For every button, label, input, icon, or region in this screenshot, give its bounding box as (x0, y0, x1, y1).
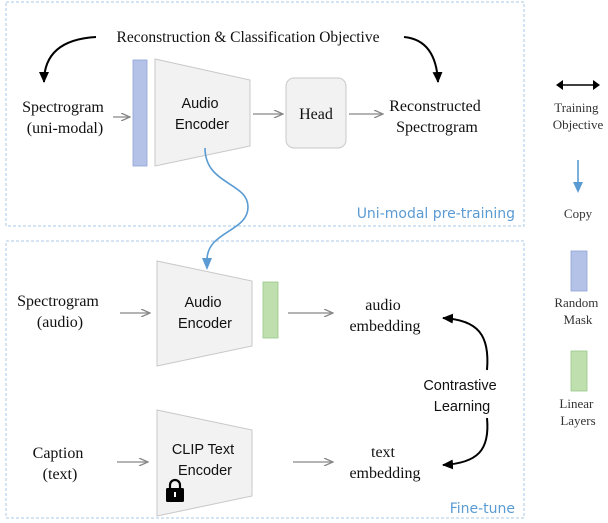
legend-linear-line1: Linear (559, 396, 594, 411)
audio-embedding-line2: embedding (349, 318, 420, 335)
caption-input-label: Caption (text) (33, 445, 88, 483)
contrastive-line1: Contrastive (423, 378, 496, 394)
random-mask-bar (132, 59, 148, 167)
pretrain-panel-label: Uni-modal pre-training (357, 206, 515, 222)
ft-audio-input-line1: Spectrogram (17, 293, 99, 310)
objective-arrow-right (403, 36, 443, 83)
pretrain-panel (5, 1, 525, 227)
ft-audio-input-label: Spectrogram (audio) (17, 293, 103, 331)
legend-random-mask-swatch (570, 250, 588, 292)
contrastive-label: Contrastive Learning (423, 378, 500, 415)
head-label: Head (299, 106, 333, 123)
legend-copy-label: Copy (564, 206, 593, 221)
legend-training-line1: Training (554, 100, 599, 115)
contrastive-arrow-up (442, 313, 489, 371)
contrastive-arrow-down (442, 417, 489, 470)
legend-random-line2: Mask (564, 312, 593, 327)
clip-text-encoder-label: CLIP Text Encoder (172, 442, 238, 479)
text-embedding-line1: text (371, 444, 396, 461)
finetune-panel (5, 240, 525, 519)
ft-audio-encoder (156, 260, 253, 367)
copy-arrow (204, 147, 249, 261)
head-block (285, 77, 347, 149)
pretrain-input-line1: Spectrogram (22, 99, 104, 116)
objective-arrow-left (39, 36, 97, 83)
linear-layer-bar (262, 281, 279, 339)
text-embedding-line2: embedding (349, 465, 420, 482)
pretrain-output-line1: Reconstructed (389, 98, 481, 115)
caption-input-line1: Caption (33, 445, 84, 462)
contrastive-line2: Learning (434, 399, 490, 415)
clip-text-encoder-line2: Encoder (178, 463, 232, 479)
objective-label: Reconstruction & Classification Objectiv… (116, 29, 379, 46)
legend-linear-line2: Layers (560, 413, 595, 428)
pretrain-encoder-label: Audio Encoder (175, 96, 229, 133)
legend-random-line1: Random (554, 295, 598, 310)
clip-text-encoder-line1: CLIP Text (172, 442, 234, 458)
ft-audio-input-line2: (audio) (37, 314, 83, 331)
pretrain-encoder-line1: Audio (181, 96, 218, 112)
legend-training-label: Training Objective (553, 100, 604, 132)
legend-copy-icon (573, 160, 583, 193)
text-embedding-label: text embedding (349, 444, 420, 482)
pretrain-audio-encoder (154, 58, 251, 167)
pretrain-output-line2: Spectrogram (396, 119, 478, 136)
caption-input-line2: (text) (43, 466, 78, 483)
ft-audio-encoder-line1: Audio (184, 295, 221, 311)
copy-arrow-head (202, 258, 212, 270)
legend-training-line2: Objective (553, 117, 604, 132)
ft-audio-encoder-label: Audio Encoder (178, 295, 232, 332)
legend-random-label: Random Mask (554, 295, 601, 327)
pretrain-input-line2: (uni-modal) (27, 120, 103, 137)
audio-embedding-line1: audio (365, 297, 401, 314)
ft-audio-encoder-line2: Encoder (178, 316, 232, 332)
pretrain-input-label: Spectrogram (uni-modal) (22, 99, 108, 137)
finetune-panel-label: Fine-tune (450, 501, 515, 517)
legend-linear-label: Linear Layers (559, 396, 596, 428)
legend-linear-swatch (570, 350, 588, 392)
pretrain-encoder-line2: Encoder (175, 117, 229, 133)
pretrain-output-label: Reconstructed Spectrogram (389, 98, 485, 136)
legend-training-objective-icon (556, 80, 600, 90)
lock-icon (166, 478, 184, 502)
audio-embedding-label: audio embedding (349, 297, 420, 335)
